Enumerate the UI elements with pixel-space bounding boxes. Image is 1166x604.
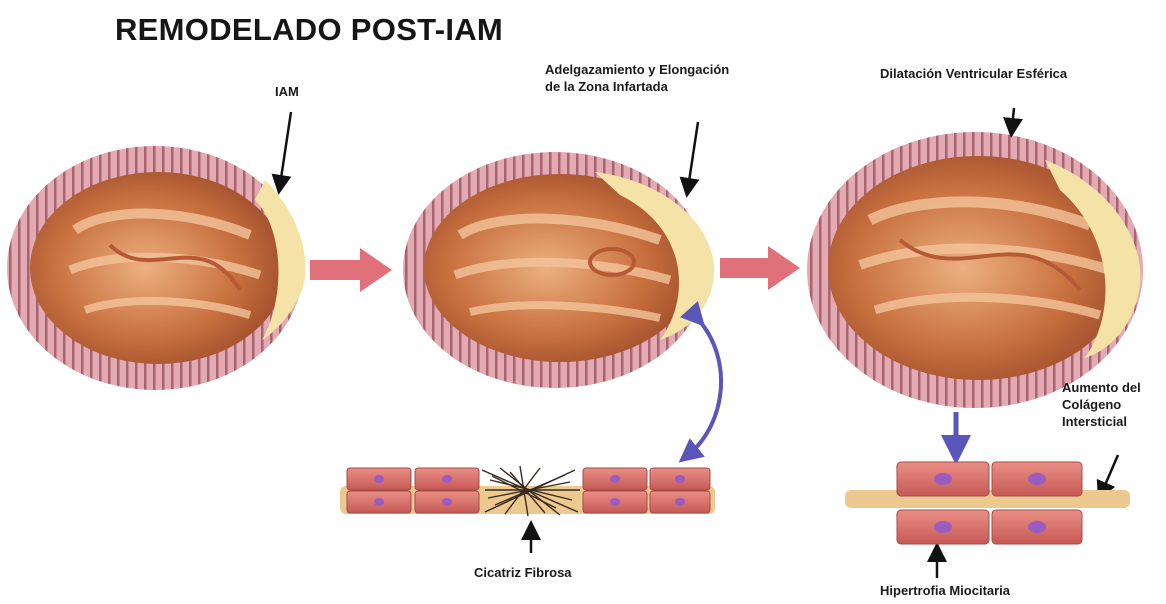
heart-stage-thinning [403, 152, 714, 388]
pointer-arrow-thinning [688, 122, 698, 188]
label-thinning: Adelgazamiento y Elongación de la Zona I… [545, 62, 729, 96]
scar-tissue [340, 466, 715, 516]
label-hypertrophy: Hipertrofia Miocitaria [880, 583, 1010, 600]
heart-stage-infarction [7, 146, 305, 390]
transition-arrow-1 [310, 248, 392, 292]
page-title: REMODELADO POST-IAM [115, 10, 503, 50]
pointer-arrow-dilation [1012, 108, 1014, 128]
link-arrow-scar [688, 318, 721, 455]
label-collagen: Aumento del Colágeno Intersticial [1062, 380, 1141, 431]
heart-stage-dilation [807, 132, 1143, 408]
label-dilation: Dilatación Ventricular Esférica [880, 66, 1067, 83]
transition-arrow-2 [720, 246, 800, 290]
label-iam: IAM [275, 84, 299, 101]
pointer-arrow-collagen [1102, 455, 1118, 492]
hypertrophy-tissue [845, 462, 1130, 544]
label-scar: Cicatriz Fibrosa [474, 565, 572, 582]
pointer-arrow-iam [280, 112, 291, 185]
